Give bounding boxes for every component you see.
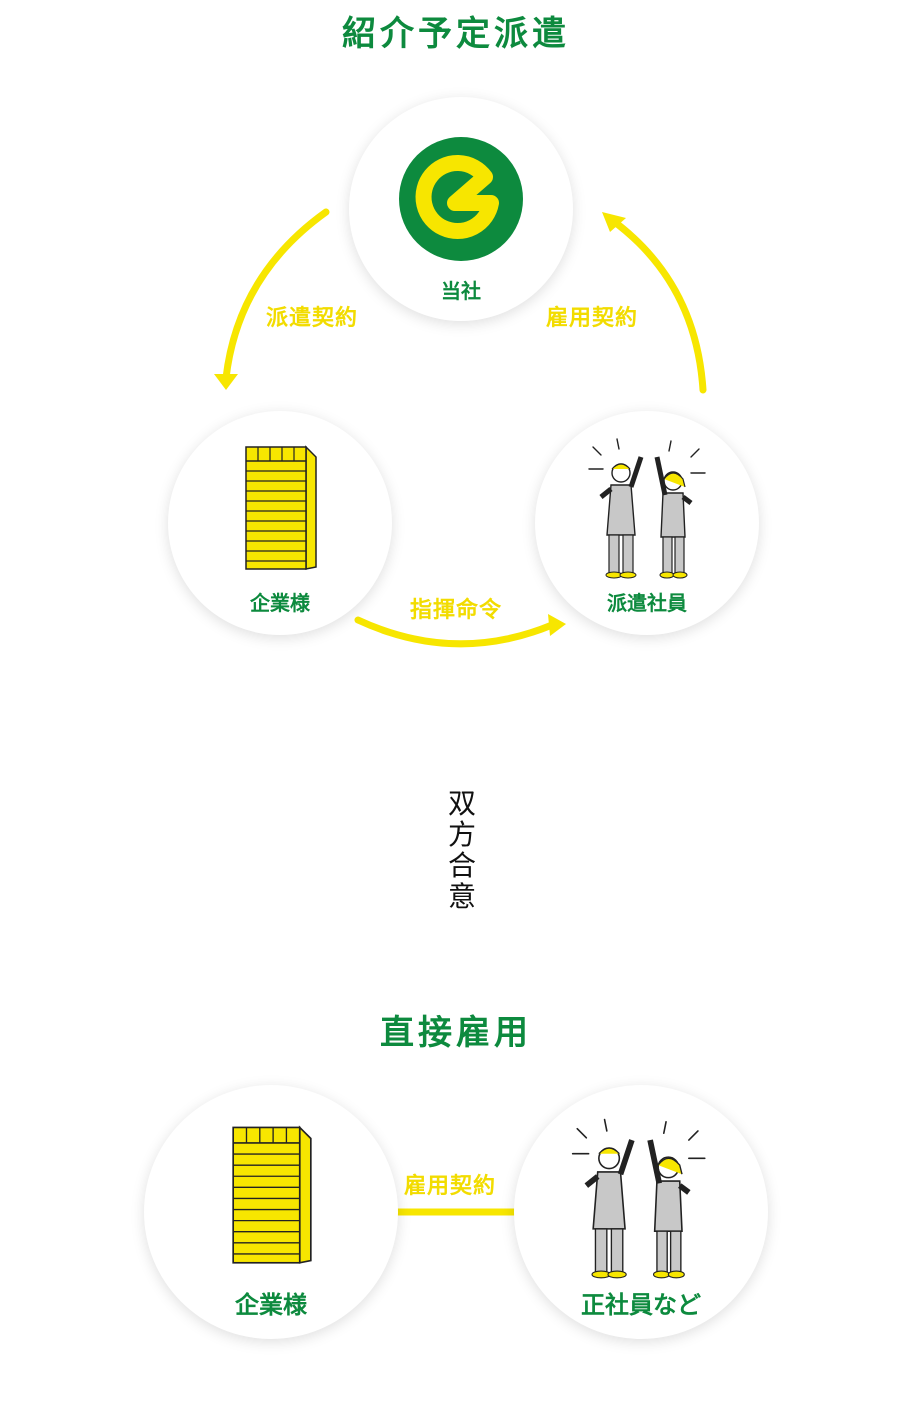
arrowhead-employment <box>602 212 626 232</box>
node-label-company-self: 当社 <box>441 279 481 303</box>
building-icon <box>232 1125 312 1264</box>
label-direct-employment-contract: 雇用契約 <box>404 1174 497 1199</box>
node-label-client-direct: 企業様 <box>235 1291 307 1319</box>
node-employee: 正社員など <box>514 1085 768 1339</box>
section1-title: 紹介予定派遣 <box>342 14 570 54</box>
building-icon <box>245 445 317 570</box>
label-dispatch-contract: 派遣契約 <box>266 306 359 331</box>
arrow-dispatch-contract <box>222 208 330 382</box>
node-company-self: 当社 <box>349 97 573 321</box>
section2-title: 直接雇用 <box>380 1013 532 1053</box>
transition-label: 双方合意 <box>447 787 476 913</box>
label-command: 指揮命令 <box>410 598 503 623</box>
node-client: 企業様 <box>168 411 392 635</box>
arrowhead-dispatch <box>214 374 238 390</box>
node-label-staff: 派遣社員 <box>607 591 687 615</box>
arrow-employment-contract <box>608 216 707 394</box>
arrowhead-command <box>548 614 566 636</box>
cheering-workers-icon <box>571 1118 706 1279</box>
transition-text: 双方合意 <box>444 788 480 912</box>
node-client-direct: 企業様 <box>144 1085 398 1339</box>
node-label-client: 企業様 <box>250 591 310 615</box>
cheering-workers-icon <box>588 438 706 579</box>
node-label-employee: 正社員など <box>581 1291 701 1319</box>
e-logo-icon <box>399 137 523 261</box>
node-staff: 派遣社員 <box>535 411 759 635</box>
label-employment-contract: 雇用契約 <box>546 306 639 331</box>
arrow-command <box>354 616 556 648</box>
